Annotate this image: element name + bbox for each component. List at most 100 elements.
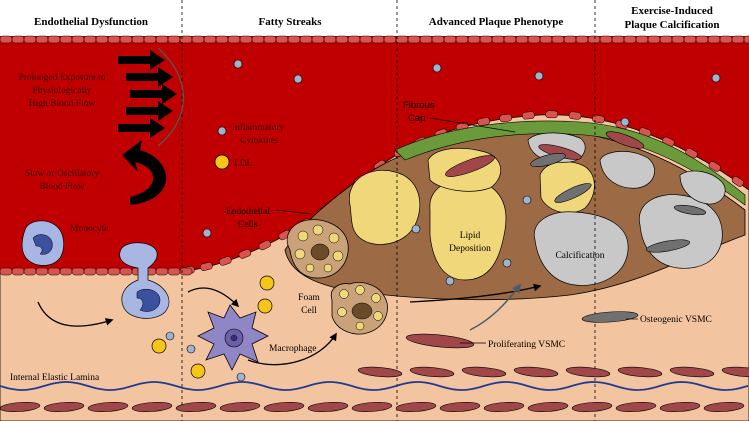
ldl-particle <box>257 298 273 314</box>
velocity-profile-curve <box>157 47 185 147</box>
cytokine-particle <box>620 117 630 127</box>
endothelial-cell <box>522 111 535 120</box>
media-vsmc-cell <box>175 401 217 413</box>
lipid-pool <box>349 170 421 245</box>
endothelial-cell <box>251 35 265 44</box>
ldl-particle <box>259 275 275 291</box>
media-vsmc-cell <box>409 366 455 378</box>
endothelial-cell <box>587 35 601 44</box>
calcium-deposit <box>599 151 655 189</box>
endothelial-cell <box>215 35 229 44</box>
endothelial-cell <box>107 35 121 44</box>
endothelial-cell <box>491 35 505 44</box>
osteogenic-vsmc-cell <box>530 152 566 168</box>
endothelial-cell <box>167 35 181 44</box>
endothelial-cell <box>695 35 709 44</box>
high-flow-arrows <box>118 50 177 138</box>
endothelial-cell <box>287 35 301 44</box>
endothelial-cell <box>479 35 493 44</box>
plaque-vsmcs <box>445 131 707 253</box>
media-vsmc-cell <box>483 401 525 413</box>
monocyte-to-macrophage-arrow <box>187 287 240 308</box>
endothelial-cell <box>743 35 749 44</box>
media-vsmc-cell <box>87 401 129 413</box>
cytokine-particle <box>186 344 196 354</box>
endothelial-cell <box>545 110 558 119</box>
calcium-deposit <box>533 211 629 286</box>
endothelial-cell <box>179 267 193 276</box>
cytokine-particle <box>236 372 246 382</box>
media-vsmc-cell <box>461 366 507 378</box>
panel-title-endothelial-dysfunction: Endothelial Dysfunction <box>34 16 148 28</box>
foam-droplet <box>355 285 365 295</box>
monocyte-nucleus <box>32 234 53 255</box>
flow-arrow-icon <box>126 101 173 121</box>
media-vsmc-cell <box>527 401 569 413</box>
tissue-ldl-particles <box>151 275 275 379</box>
endothelial-cell <box>203 35 217 44</box>
media-vsmc-cell <box>357 366 403 378</box>
endothelial-cell <box>191 35 205 44</box>
endothelial-cell <box>155 267 169 276</box>
endothelial-cell <box>503 35 517 44</box>
internal-elastic-lamina-label: Internal Elastic Lamina <box>10 373 100 383</box>
media-vsmc-cell <box>721 366 749 378</box>
media-vsmc-cell <box>565 366 611 378</box>
endothelial-cell <box>443 35 457 44</box>
transmigrating-monocyte-nucleus <box>136 289 161 312</box>
cytokines-label-line2: Cytokines <box>240 136 279 146</box>
foam-cell-label-line2: Cell <box>301 306 317 316</box>
panel-title-exercise-calcification-line1: Exercise-Induced <box>631 5 713 17</box>
oscillatory-flow-label-line1: Slow or Oscillatory <box>25 169 100 179</box>
media-vsmc-layer <box>0 366 749 413</box>
endothelial-cell <box>323 35 337 44</box>
endothelial-cell <box>263 35 277 44</box>
media-vsmc-cell <box>307 401 349 413</box>
endothelial-cell <box>155 35 169 44</box>
high-flow-label-line3: High Blood Flow <box>29 99 96 109</box>
endothelial-cells-pointer <box>275 209 313 215</box>
flow-arrow-icon <box>126 67 173 87</box>
endothelial-cells-label-line2: Cells <box>238 220 258 230</box>
endothelial-cell <box>563 35 577 44</box>
calcification-label: Calcification <box>555 250 604 261</box>
oscillatory-flow-label-line2: Blood Flow <box>39 182 84 192</box>
endothelial-cell <box>23 35 37 44</box>
foam-droplet <box>355 321 365 331</box>
endothelial-cell <box>311 35 325 44</box>
fibrous-cap-label-line2: Cap <box>408 113 425 124</box>
foam-cell-nucleus <box>310 243 330 261</box>
endothelial-cell <box>95 267 109 276</box>
endothelial-cell <box>467 35 481 44</box>
endothelial-cell <box>35 267 49 276</box>
top-endothelium <box>0 35 749 44</box>
cytokine-particle <box>432 63 442 73</box>
ldl-label: LDL <box>234 159 253 169</box>
cytokine-particle <box>502 258 512 268</box>
fibrous-cap-pointer <box>429 117 516 133</box>
endothelial-cell <box>275 35 289 44</box>
endothelial-cell <box>611 35 625 44</box>
endothelial-cell <box>59 35 73 44</box>
endothelial-cell <box>371 35 385 44</box>
endothelial-cell <box>11 35 25 44</box>
cytokines-label-line1: Inflammatory <box>232 122 284 133</box>
endothelial-cell <box>35 35 49 44</box>
macrophage-to-foam-arrow <box>247 332 337 366</box>
flow-arrow-icon <box>130 84 177 104</box>
calcium-deposit <box>679 170 726 205</box>
foam-droplet <box>297 230 309 242</box>
endothelial-cell <box>107 267 121 276</box>
foam-droplet <box>305 263 315 273</box>
foam-to-plaque-arrow <box>409 283 542 303</box>
fibrous-cap <box>394 120 746 206</box>
osteogenic-vsmc-cell <box>554 183 592 203</box>
foam-droplet <box>294 248 306 260</box>
vsmc-migration-arrow <box>469 283 522 331</box>
endothelial-cell <box>59 267 73 276</box>
endothelial-cell <box>47 267 61 276</box>
cytokine-particle <box>534 71 544 81</box>
foam-droplet <box>332 250 344 262</box>
osteogenic-vsmc-label: Osteogenic VSMC <box>640 315 712 325</box>
vsmc-cell <box>605 131 645 149</box>
